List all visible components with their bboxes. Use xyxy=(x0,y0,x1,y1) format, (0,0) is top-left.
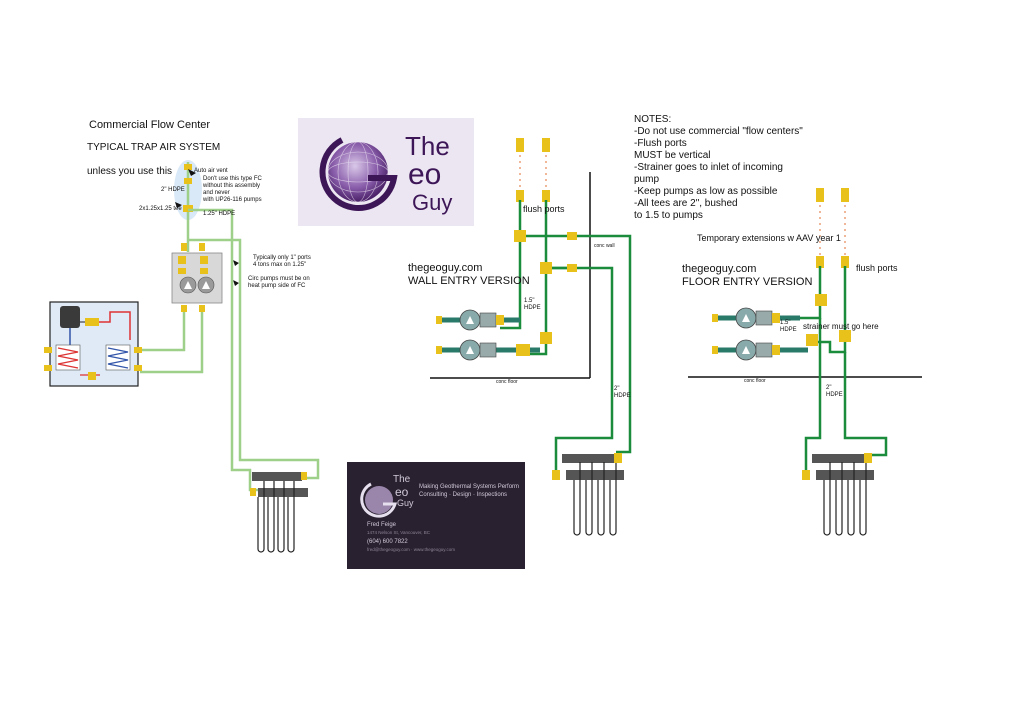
notes-line-0: NOTES: xyxy=(634,114,672,125)
card-guy: Guy xyxy=(397,498,414,508)
card-the: The xyxy=(393,474,411,485)
air-vent-assembly xyxy=(174,160,202,252)
circ-line2: heat pump side of FC xyxy=(248,283,306,289)
wall-hdpe15-b: HDPE xyxy=(524,305,541,311)
wall-title: WALL ENTRY VERSION xyxy=(408,275,530,287)
floor-hdpe2-a: 2" xyxy=(826,385,832,391)
card-services: Consulting · Design · Inspections xyxy=(419,492,508,498)
floor-site: thegeoguy.com xyxy=(682,263,757,275)
conc-wall-label: conc wall xyxy=(594,243,615,249)
notes-line-5: pump xyxy=(634,174,660,185)
wall-hdpe2-a: 2" xyxy=(614,386,620,392)
floor-hdpe2-b: HDPE xyxy=(826,392,843,398)
dont-use-line3: and never xyxy=(203,190,230,196)
dont-use-line1: Don't use this type FC xyxy=(203,176,262,182)
wall-conc-floor-label: conc floor xyxy=(496,379,518,385)
logo-the: The xyxy=(405,131,450,161)
wall-hdpe15-a: 1.5" xyxy=(524,298,535,304)
wall-site: thegeoguy.com xyxy=(408,262,483,274)
card-name: Fred Feige xyxy=(367,522,397,528)
wall-hdpe2-b: HDPE xyxy=(614,393,631,399)
ports-line2: 4 tons max on 1.25" xyxy=(253,262,307,268)
left-pipes xyxy=(140,208,320,492)
ports-line1: Typically only 1" ports xyxy=(253,255,311,261)
floor-entry-assembly xyxy=(688,188,922,536)
card-contact: fred@thegeoguy.com · www.thegeoguy.com xyxy=(367,547,455,552)
hdpe2-label-left: 2" HDPE xyxy=(161,187,185,193)
card-phone: (604) 600 7822 xyxy=(367,539,408,545)
floor-flush-label: flush ports xyxy=(856,263,898,273)
business-card: The eo Guy Making Geothermal Systems Per… xyxy=(347,462,525,569)
logo-guy: Guy xyxy=(412,190,453,215)
notes-line-3: MUST be vertical xyxy=(634,150,711,161)
left-title: Commercial Flow Center xyxy=(89,119,211,131)
card-globe-icon xyxy=(360,482,398,518)
left-subtitle: TYPICAL TRAP AIR SYSTEM xyxy=(87,142,221,153)
wall-flush-label: flush ports xyxy=(523,204,565,214)
card-address: 1474 Nelson St, Vancouver, BC xyxy=(367,530,430,535)
notes-line-4: -Strainer goes to inlet of incoming xyxy=(634,162,783,173)
heat-pump-box xyxy=(44,301,142,387)
floor-conc-floor-label: conc floor xyxy=(744,378,766,384)
geo-guy-logo: The eo Guy xyxy=(298,118,474,226)
notes-line-2: -Flush ports xyxy=(634,138,687,149)
notes-line-6: -Keep pumps as low as possible xyxy=(634,186,778,197)
card-tagline: Making Geothermal Systems Perform xyxy=(419,484,520,490)
floor-hdpe15-b: HDPE xyxy=(780,327,797,333)
tee-label: 2x1.25x1.25 tee xyxy=(139,206,182,212)
dont-use-line4: with UP26-116 pumps xyxy=(203,197,262,203)
notes-line-8: to 1.5 to pumps xyxy=(634,210,703,221)
flow-center-unit xyxy=(171,243,239,312)
notes-line-7: -All tees are 2", bushed xyxy=(634,198,738,209)
strainer-label: strainer must go here xyxy=(803,322,879,331)
floor-title: FLOOR ENTRY VERSION xyxy=(682,276,813,288)
card-eo: eo xyxy=(395,485,409,499)
auto-air-vent-label: Auto air vent xyxy=(194,168,228,174)
wall-entry-assembly xyxy=(430,138,632,536)
circ-line1: Circ pumps must be on xyxy=(248,276,310,282)
floor-temp-label: Temporary extensions w AAV year 1 xyxy=(697,233,841,243)
logo-eo: eo xyxy=(408,158,442,191)
floor-hdpe15-a: 1.5" xyxy=(780,320,791,326)
notes-line-1: -Do not use commercial "flow centers" xyxy=(634,126,803,137)
ground-loop-left xyxy=(250,472,308,553)
hdpe125-label: 1.25" HDPE xyxy=(203,211,236,217)
left-unless: unless you use this xyxy=(87,166,173,177)
dont-use-line2: without this assembly xyxy=(203,183,261,189)
logo-globe-icon xyxy=(319,137,398,211)
